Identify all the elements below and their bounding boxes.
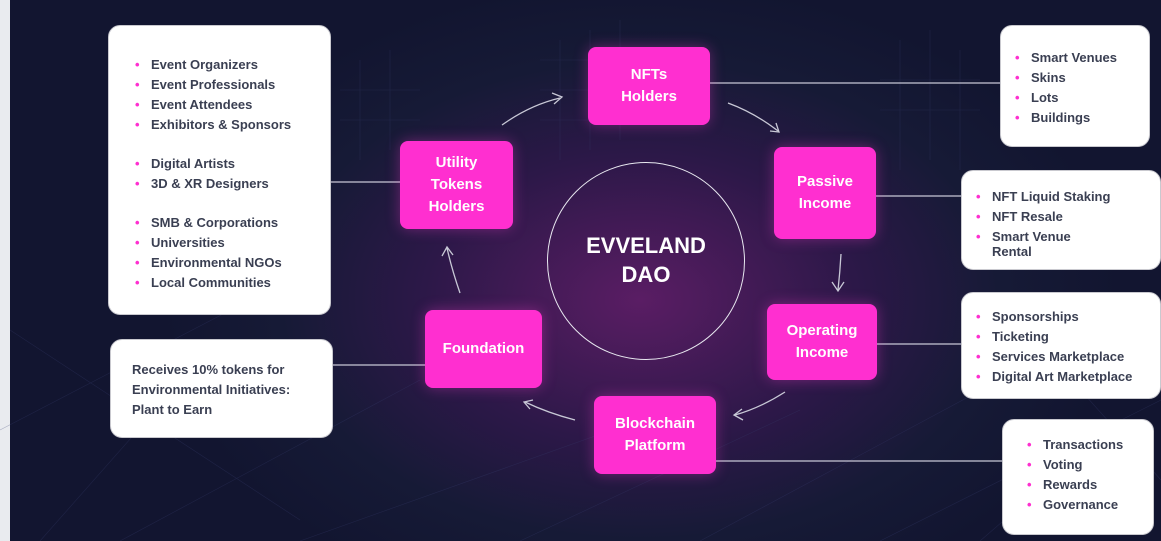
list-item: Digital Art Marketplace bbox=[970, 367, 1160, 387]
list-item: 3D & XR Designers bbox=[129, 174, 330, 194]
list-item: Exhibitors & Sponsors bbox=[129, 115, 330, 135]
node-blockchain-platform: Blockchain Platform bbox=[594, 396, 716, 474]
list-item: Ticketing bbox=[970, 327, 1160, 347]
card-passive-income: NFT Liquid Staking NFT Resale Smart Venu… bbox=[961, 170, 1161, 270]
node-utility-tokens-holders: Utility Tokens Holders bbox=[400, 141, 513, 229]
list-item: Event Organizers bbox=[129, 55, 330, 75]
list-item: Smart Venues bbox=[1009, 48, 1149, 68]
foundation-description: Receives 10% tokens for Environmental In… bbox=[132, 362, 291, 417]
list-item: Event Attendees bbox=[129, 95, 330, 115]
list-item: Buildings bbox=[1009, 108, 1149, 128]
list-item: SMB & Corporations bbox=[129, 213, 330, 233]
list-item: Transactions bbox=[1021, 435, 1153, 455]
list-item: Environmental NGOs bbox=[129, 253, 330, 273]
card-blockchain-platform: Transactions Voting Rewards Governance bbox=[1002, 419, 1154, 535]
list-item: Event Professionals bbox=[129, 75, 330, 95]
list-item: Services Marketplace bbox=[970, 347, 1160, 367]
node-nft-holders: NFTs Holders bbox=[588, 47, 710, 125]
list-item: Smart Venue Rental bbox=[970, 229, 1160, 259]
list-item: Lots bbox=[1009, 88, 1149, 108]
list-item: NFT Liquid Staking bbox=[970, 187, 1160, 207]
cycle-arrows bbox=[441, 92, 845, 421]
node-operating-income: Operating Income bbox=[767, 304, 877, 380]
node-foundation: Foundation bbox=[425, 310, 542, 388]
list-item: Universities bbox=[129, 233, 330, 253]
list-item: Sponsorships bbox=[970, 307, 1160, 327]
node-passive-income: Passive Income bbox=[774, 147, 876, 239]
card-foundation: Receives 10% tokens for Environmental In… bbox=[110, 339, 333, 438]
list-item: NFT Resale bbox=[970, 207, 1160, 227]
card-nft-holders: Smart Venues Skins Lots Buildings bbox=[1000, 25, 1150, 147]
evveland-dao-circle: EVVELAND DAO bbox=[547, 162, 745, 360]
card-utility-holders: Event Organizers Event Professionals Eve… bbox=[108, 25, 331, 315]
connector-lines bbox=[330, 82, 1002, 462]
list-item: Rewards bbox=[1021, 475, 1153, 495]
card-operating-income: Sponsorships Ticketing Services Marketpl… bbox=[961, 292, 1161, 399]
list-item: Local Communities bbox=[129, 273, 330, 293]
list-item: Governance bbox=[1021, 495, 1153, 515]
list-item: Voting bbox=[1021, 455, 1153, 475]
list-item: Digital Artists bbox=[129, 154, 330, 174]
list-item: Skins bbox=[1009, 68, 1149, 88]
left-edge-strip bbox=[0, 0, 10, 541]
